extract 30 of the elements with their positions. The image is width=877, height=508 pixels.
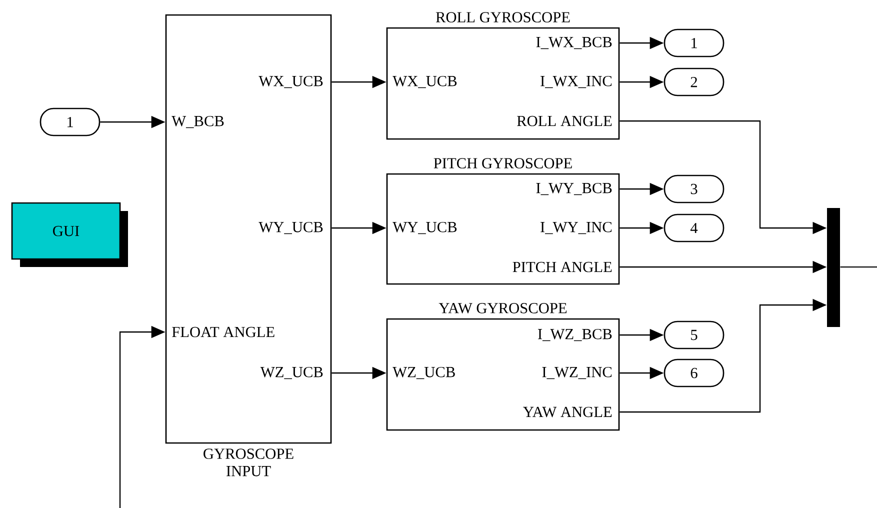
- block-title: GYROSCOPE INPUT: [204, 448, 294, 476]
- outport-terminal: 2: [664, 68, 724, 96]
- outport-terminal: 5: [664, 320, 724, 350]
- outport-terminal: 6: [664, 358, 724, 388]
- port-label: FLOAT ANGLE: [172, 326, 274, 338]
- port-label: I_WX_BCB: [536, 36, 612, 50]
- port-label: I_WX_INC: [540, 76, 612, 88]
- port-label: WX_UCB: [258, 76, 323, 88]
- port-label: WZ_UCB: [392, 366, 455, 380]
- port-label: WY_UCB: [258, 222, 323, 234]
- signal-line: [840, 266, 877, 268]
- port-label: W_BCB: [172, 116, 224, 128]
- block-title: PITCH GYROSCOPE: [434, 158, 572, 168]
- block-title: ROLL GYROSCOPE: [436, 12, 570, 22]
- port-label: I_WZ_BCB: [538, 328, 612, 342]
- port-label: YAW ANGLE: [523, 406, 612, 418]
- port-label: WZ_UCB: [260, 366, 323, 380]
- outport-terminal: 3: [664, 174, 724, 204]
- inport-terminal: 1: [40, 108, 100, 136]
- port-label: PITCH ANGLE: [512, 262, 612, 272]
- port-label: I_WY_INC: [540, 222, 612, 234]
- port-label: I_WY_BCB: [536, 182, 612, 196]
- port-label: ROLL ANGLE: [517, 116, 612, 126]
- outport-terminal: 4: [664, 214, 724, 242]
- port-label: WY_UCB: [392, 222, 457, 234]
- port-label: I_WZ_INC: [542, 366, 612, 380]
- gui-block: GUI: [11, 202, 128, 267]
- outport-terminal: 1: [664, 28, 724, 58]
- block-title: YAW GYROSCOPE: [438, 303, 567, 314]
- port-label: WX_UCB: [392, 76, 457, 88]
